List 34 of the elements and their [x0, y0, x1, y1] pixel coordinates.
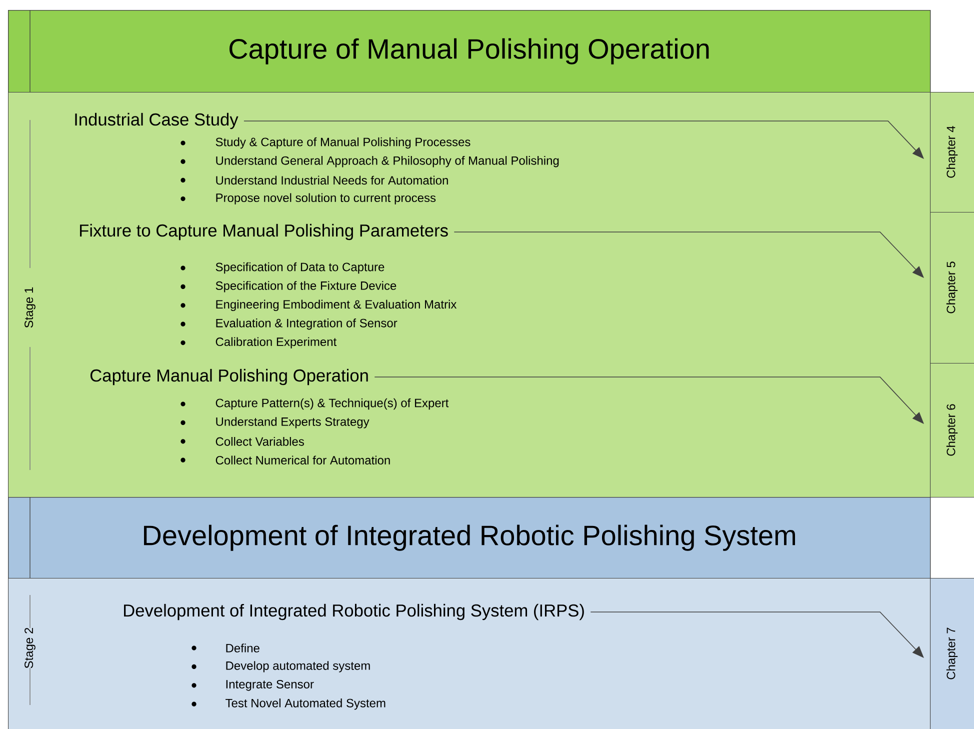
node-label: Chapter 4 — [946, 126, 958, 178]
bullet-item: Engineering Embodiment & Evaluation Matrix — [180, 300, 457, 311]
section-heading: Development of Integrated Robotic Polishing System (IRPS) — [124, 604, 584, 620]
bullet-item: Collect Numerical for Automation — [180, 456, 390, 465]
arrow — [244, 120, 924, 159]
bullet-item: Understand General Approach & Philosophy of Manual Polishing — [180, 156, 559, 168]
arrow — [374, 376, 924, 424]
section-heading: Industrial Case Study — [75, 112, 238, 130]
arrow — [454, 232, 924, 278]
chapter-box: Chapter 5 — [930, 212, 974, 364]
bullet-item: Understand Experts Strategy — [180, 417, 370, 428]
bullet-item: Collect Variables — [180, 437, 304, 446]
bullet-item: Study & Capture of Manual Polishing Processes — [180, 137, 470, 149]
bullet-item: Propose novel solution to current process — [180, 193, 436, 204]
bullet-item: Develop automated system — [192, 661, 370, 672]
bullet-item: Specification of the Fixture Device — [180, 281, 396, 292]
chapter-box: Chapter 4 — [930, 92, 974, 213]
node-label: Chapter 5 — [946, 262, 958, 314]
bullet-item: Define — [192, 644, 260, 652]
bullet-item: Integrate Sensor — [192, 680, 314, 691]
node-label: Chapter 6 — [946, 404, 958, 456]
section-heading: Capture Manual Polishing Operation — [90, 368, 368, 386]
bullet-item: Calibration Experiment — [180, 337, 337, 348]
bullet-item: Test Novel Automated System — [192, 698, 386, 710]
section-heading: Fixture to Capture Manual Polishing Parameters — [80, 224, 448, 240]
bullet-item: Evaluation & Integration of Sensor — [180, 318, 398, 330]
bullet-item: Understand Industrial Needs for Automation — [180, 176, 448, 185]
header-band: Capture of Manual Polishing Operation — [8, 10, 931, 93]
arrow — [590, 612, 924, 658]
bullet-item: Specification of Data to Capture — [180, 262, 384, 274]
bullet-item: Capture Pattern(s) & Technique(s) of Expert — [180, 398, 449, 410]
chapter-box: Chapter 6 — [930, 363, 974, 498]
chapter-box: Chapter 7 — [930, 578, 974, 729]
header-band: Development of Integrated Robotic Polishing System — [8, 496, 931, 579]
